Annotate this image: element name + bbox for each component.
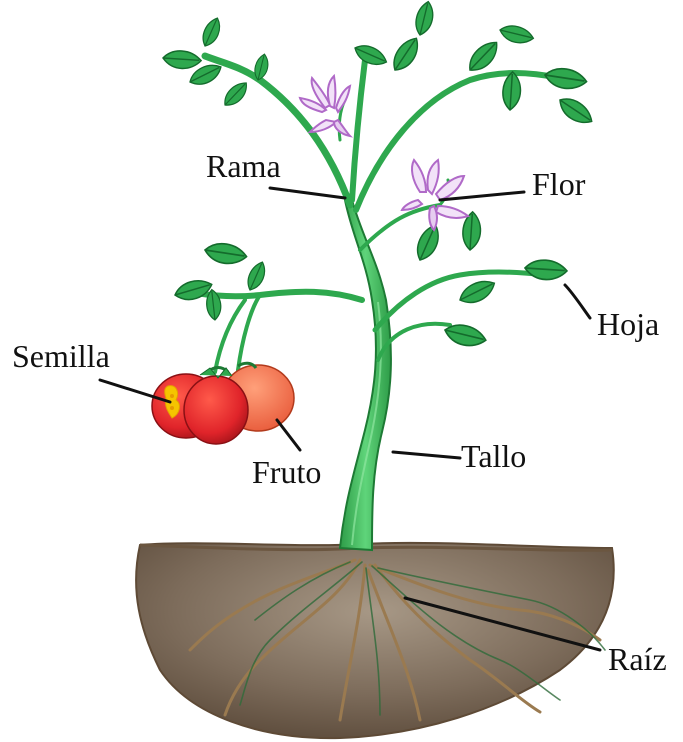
tomato-front bbox=[184, 376, 248, 444]
flower-middle bbox=[402, 160, 468, 230]
label-raiz: Raíz bbox=[608, 643, 667, 675]
leader-fruto bbox=[277, 420, 300, 450]
label-fruto: Fruto bbox=[252, 456, 321, 488]
tomatoes bbox=[152, 363, 294, 444]
main-stem bbox=[340, 200, 391, 550]
label-flor: Flor bbox=[532, 168, 585, 200]
leader-hoja bbox=[565, 285, 590, 318]
label-rama: Rama bbox=[206, 150, 281, 182]
label-tallo: Tallo bbox=[461, 440, 526, 472]
leader-tallo bbox=[393, 452, 460, 458]
label-semilla: Semilla bbox=[12, 340, 110, 372]
label-hoja: Hoja bbox=[597, 308, 659, 340]
leader-rama bbox=[270, 188, 345, 198]
branches bbox=[185, 56, 560, 372]
